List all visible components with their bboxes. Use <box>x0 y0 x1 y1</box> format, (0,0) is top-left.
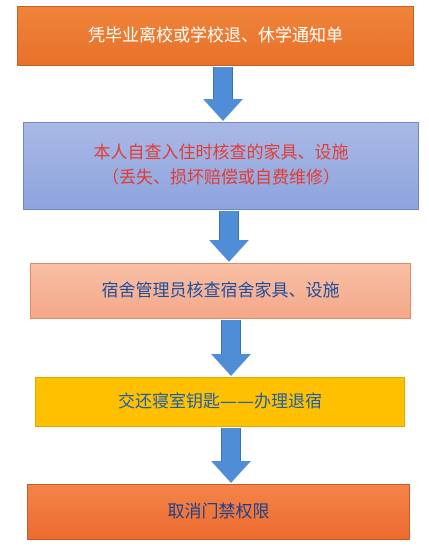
step-4-text: 交还寝室钥匙——办理退宿 <box>118 391 322 412</box>
step-1-text: 凭毕业离校或学校退、休学通知单 <box>88 25 343 46</box>
down-arrow-icon <box>209 211 249 262</box>
step-4-box: 交还寝室钥匙——办理退宿 <box>35 377 405 427</box>
step-5-box: 取消门禁权限 <box>27 484 410 540</box>
step-5-text: 取消门禁权限 <box>167 501 270 522</box>
down-arrow-icon <box>211 320 251 376</box>
step-1-box: 凭毕业离校或学校退、休学通知单 <box>17 6 414 66</box>
down-arrow-icon <box>203 67 243 121</box>
down-arrow-icon <box>211 428 251 483</box>
step-3-box: 宿舍管理员核查宿舍家具、设施 <box>30 263 411 319</box>
step-2-text-line-2: （丢失、损坏赔偿或自费维修） <box>102 168 340 188</box>
step-2-text-line-1: 本人自查入住时核查的家具、设施 <box>93 143 349 164</box>
step-2-box: 本人自查入住时核查的家具、设施 （丢失、损坏赔偿或自费维修） <box>23 122 419 210</box>
step-3-text: 宿舍管理员核查宿舍家具、设施 <box>101 280 340 301</box>
